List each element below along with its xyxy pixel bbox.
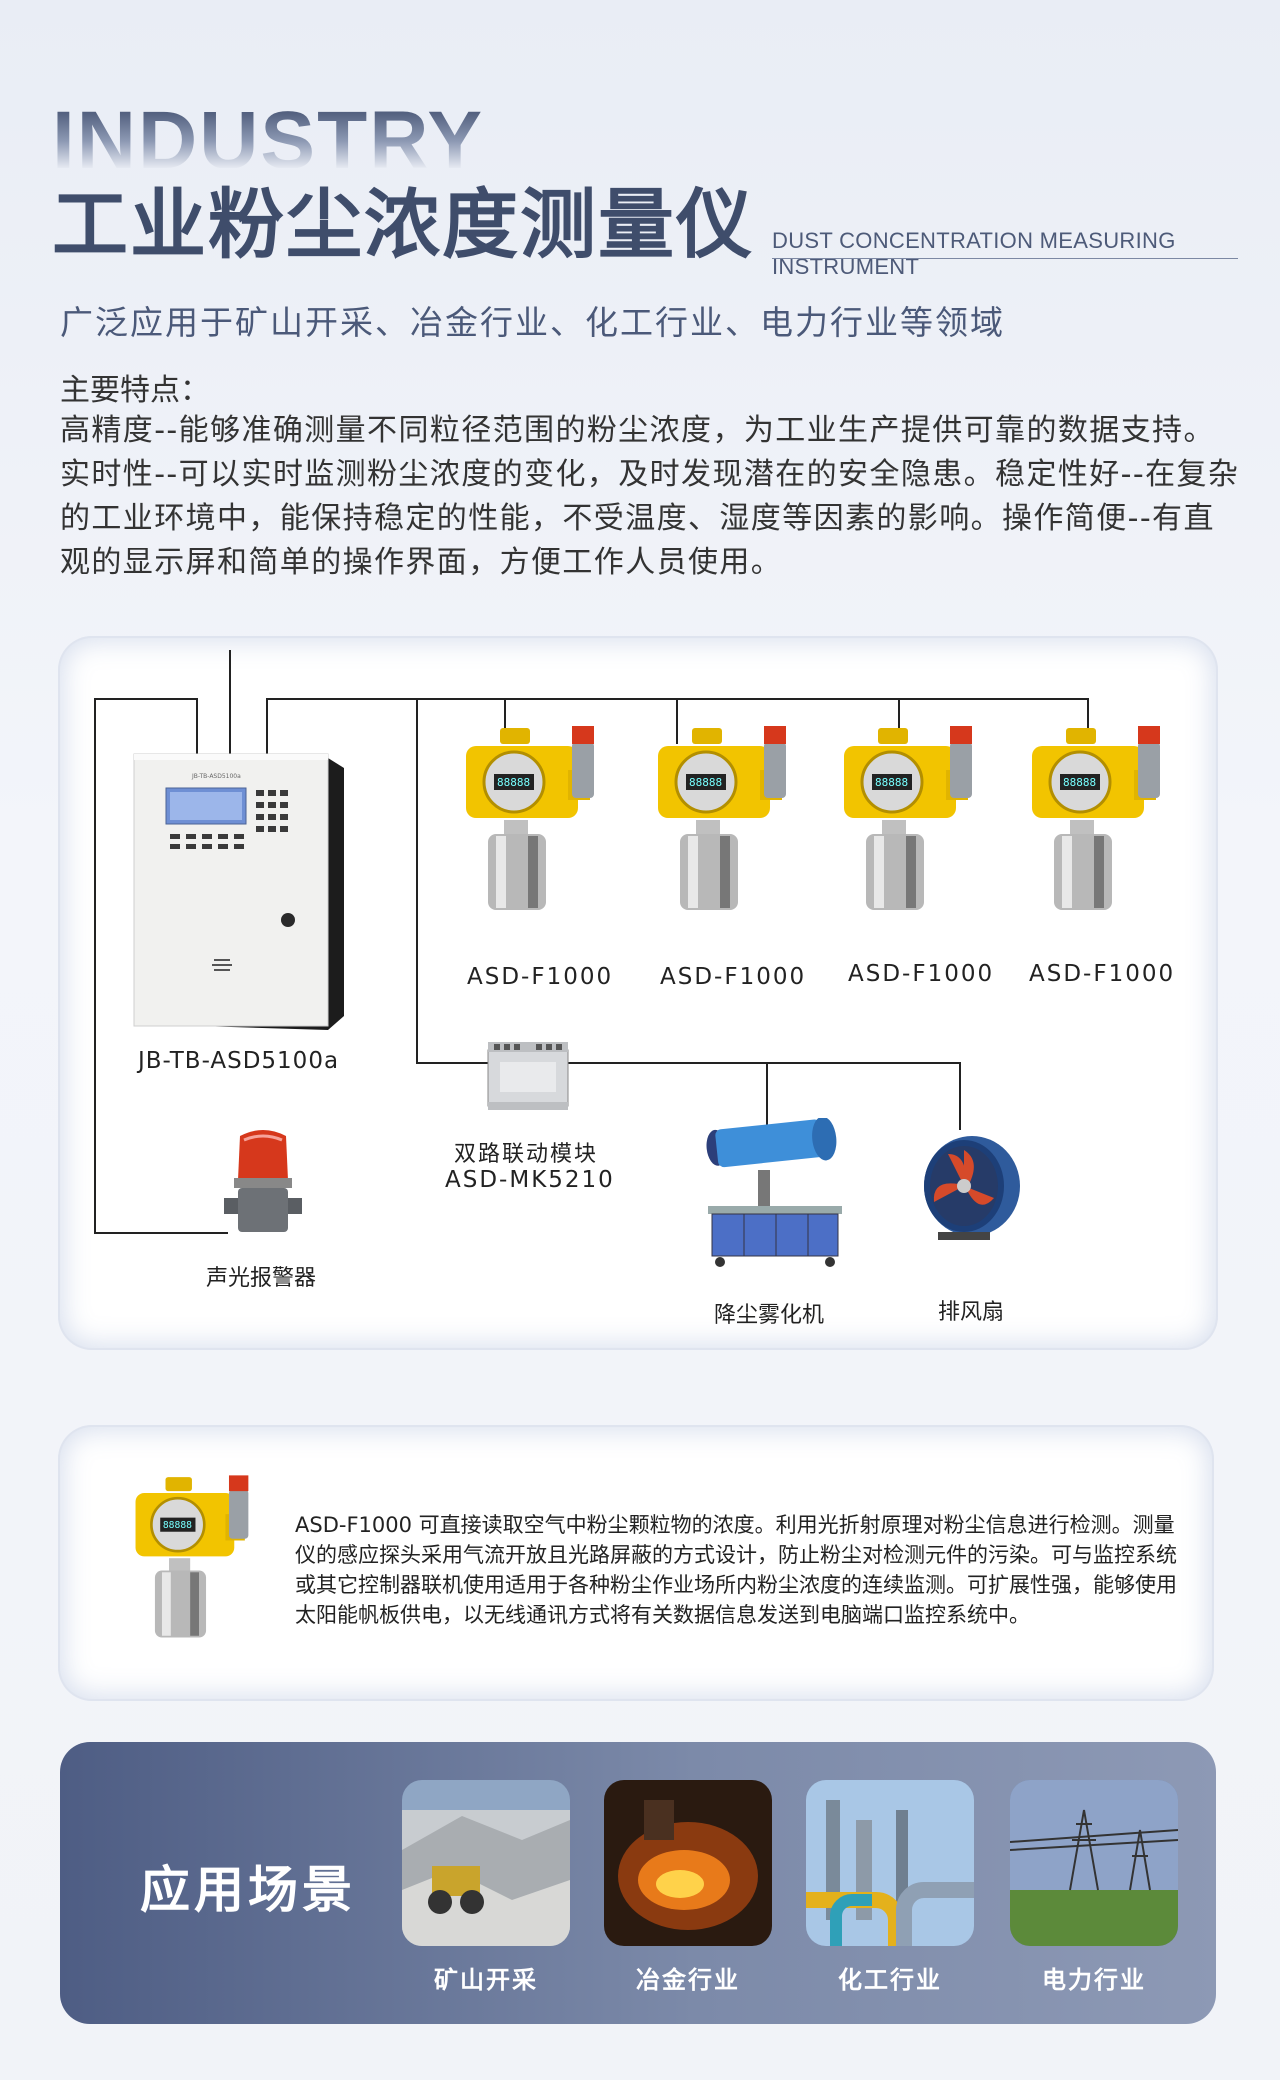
linkage-module-icon xyxy=(487,1042,569,1110)
exhaust-fan-icon xyxy=(924,1136,1020,1240)
sound-light-alarm-icon xyxy=(224,1130,302,1232)
features-body: 高精度--能够准确测量不同粒径范围的粉尘浓度，为工业生产提供可靠的数据支持。实时… xyxy=(60,413,1240,580)
detector-label: ASD-F1000 xyxy=(1029,961,1176,987)
svg-text:88888: 88888 xyxy=(1063,776,1096,789)
detector-label: ASD-F1000 xyxy=(848,961,995,987)
detector-label: ASD-F1000 xyxy=(467,964,614,990)
title-underline xyxy=(772,258,1238,259)
application-label: 冶金行业 xyxy=(636,1966,740,1994)
product-description-card xyxy=(58,1425,1214,1701)
mist-cannon-icon xyxy=(706,1118,842,1267)
application-subtitle: 广泛应用于矿山开采、冶金行业、化工行业、电力行业等领域 xyxy=(60,303,1005,342)
controller-panel-label: JB-TB-ASD5100a xyxy=(191,773,241,780)
module-name: 双路联动模块 xyxy=(454,1142,599,1167)
eyebrow-heading: INDUSTRY xyxy=(52,100,485,168)
chemical-photo-icon xyxy=(806,1780,974,1946)
module-model: ASD-MK5210 xyxy=(445,1167,615,1193)
detector-icon: 88888 xyxy=(466,726,594,910)
detector-icon: 88888 xyxy=(844,726,972,910)
controller-cabinet-icon: JB-TB-ASD5100a xyxy=(133,753,344,1030)
product-description: ASD-F1000 可直接读取空气中粉尘颗粒物的浓度。利用光折射原理对粉尘信息进… xyxy=(295,1513,1177,1627)
svg-text:88888: 88888 xyxy=(163,1520,192,1531)
fan-label: 排风扇 xyxy=(938,1300,1005,1325)
mining-photo-icon xyxy=(402,1780,570,1946)
svg-text:88888: 88888 xyxy=(497,776,530,789)
applications-title: 应用场景 xyxy=(140,1861,356,1919)
power-photo-icon xyxy=(1010,1780,1178,1946)
page-title: 工业粉尘浓度测量仪 xyxy=(52,180,754,269)
application-label: 化工行业 xyxy=(838,1966,942,1994)
metallurgy-photo-icon xyxy=(604,1780,772,1946)
features-heading: 主要特点： xyxy=(60,373,210,408)
detector-label: ASD-F1000 xyxy=(660,964,807,990)
detector-icon: 88888 xyxy=(658,726,786,910)
application-label: 矿山开采 xyxy=(434,1966,538,1994)
controller-label: JB-TB-ASD5100a xyxy=(138,1048,340,1074)
application-label: 电力行业 xyxy=(1042,1966,1146,1994)
mist-machine-label: 降尘雾化机 xyxy=(714,1303,825,1328)
svg-text:88888: 88888 xyxy=(689,776,722,789)
page-title-english: DUST CONCENTRATION MEASURING INSTRUMENT xyxy=(772,228,1176,279)
detector-product-icon: 88888 xyxy=(135,1475,249,1638)
alarm-label: 声光报警器 xyxy=(206,1266,317,1291)
svg-text:88888: 88888 xyxy=(875,776,908,789)
detector-icon: 88888 xyxy=(1032,726,1160,910)
